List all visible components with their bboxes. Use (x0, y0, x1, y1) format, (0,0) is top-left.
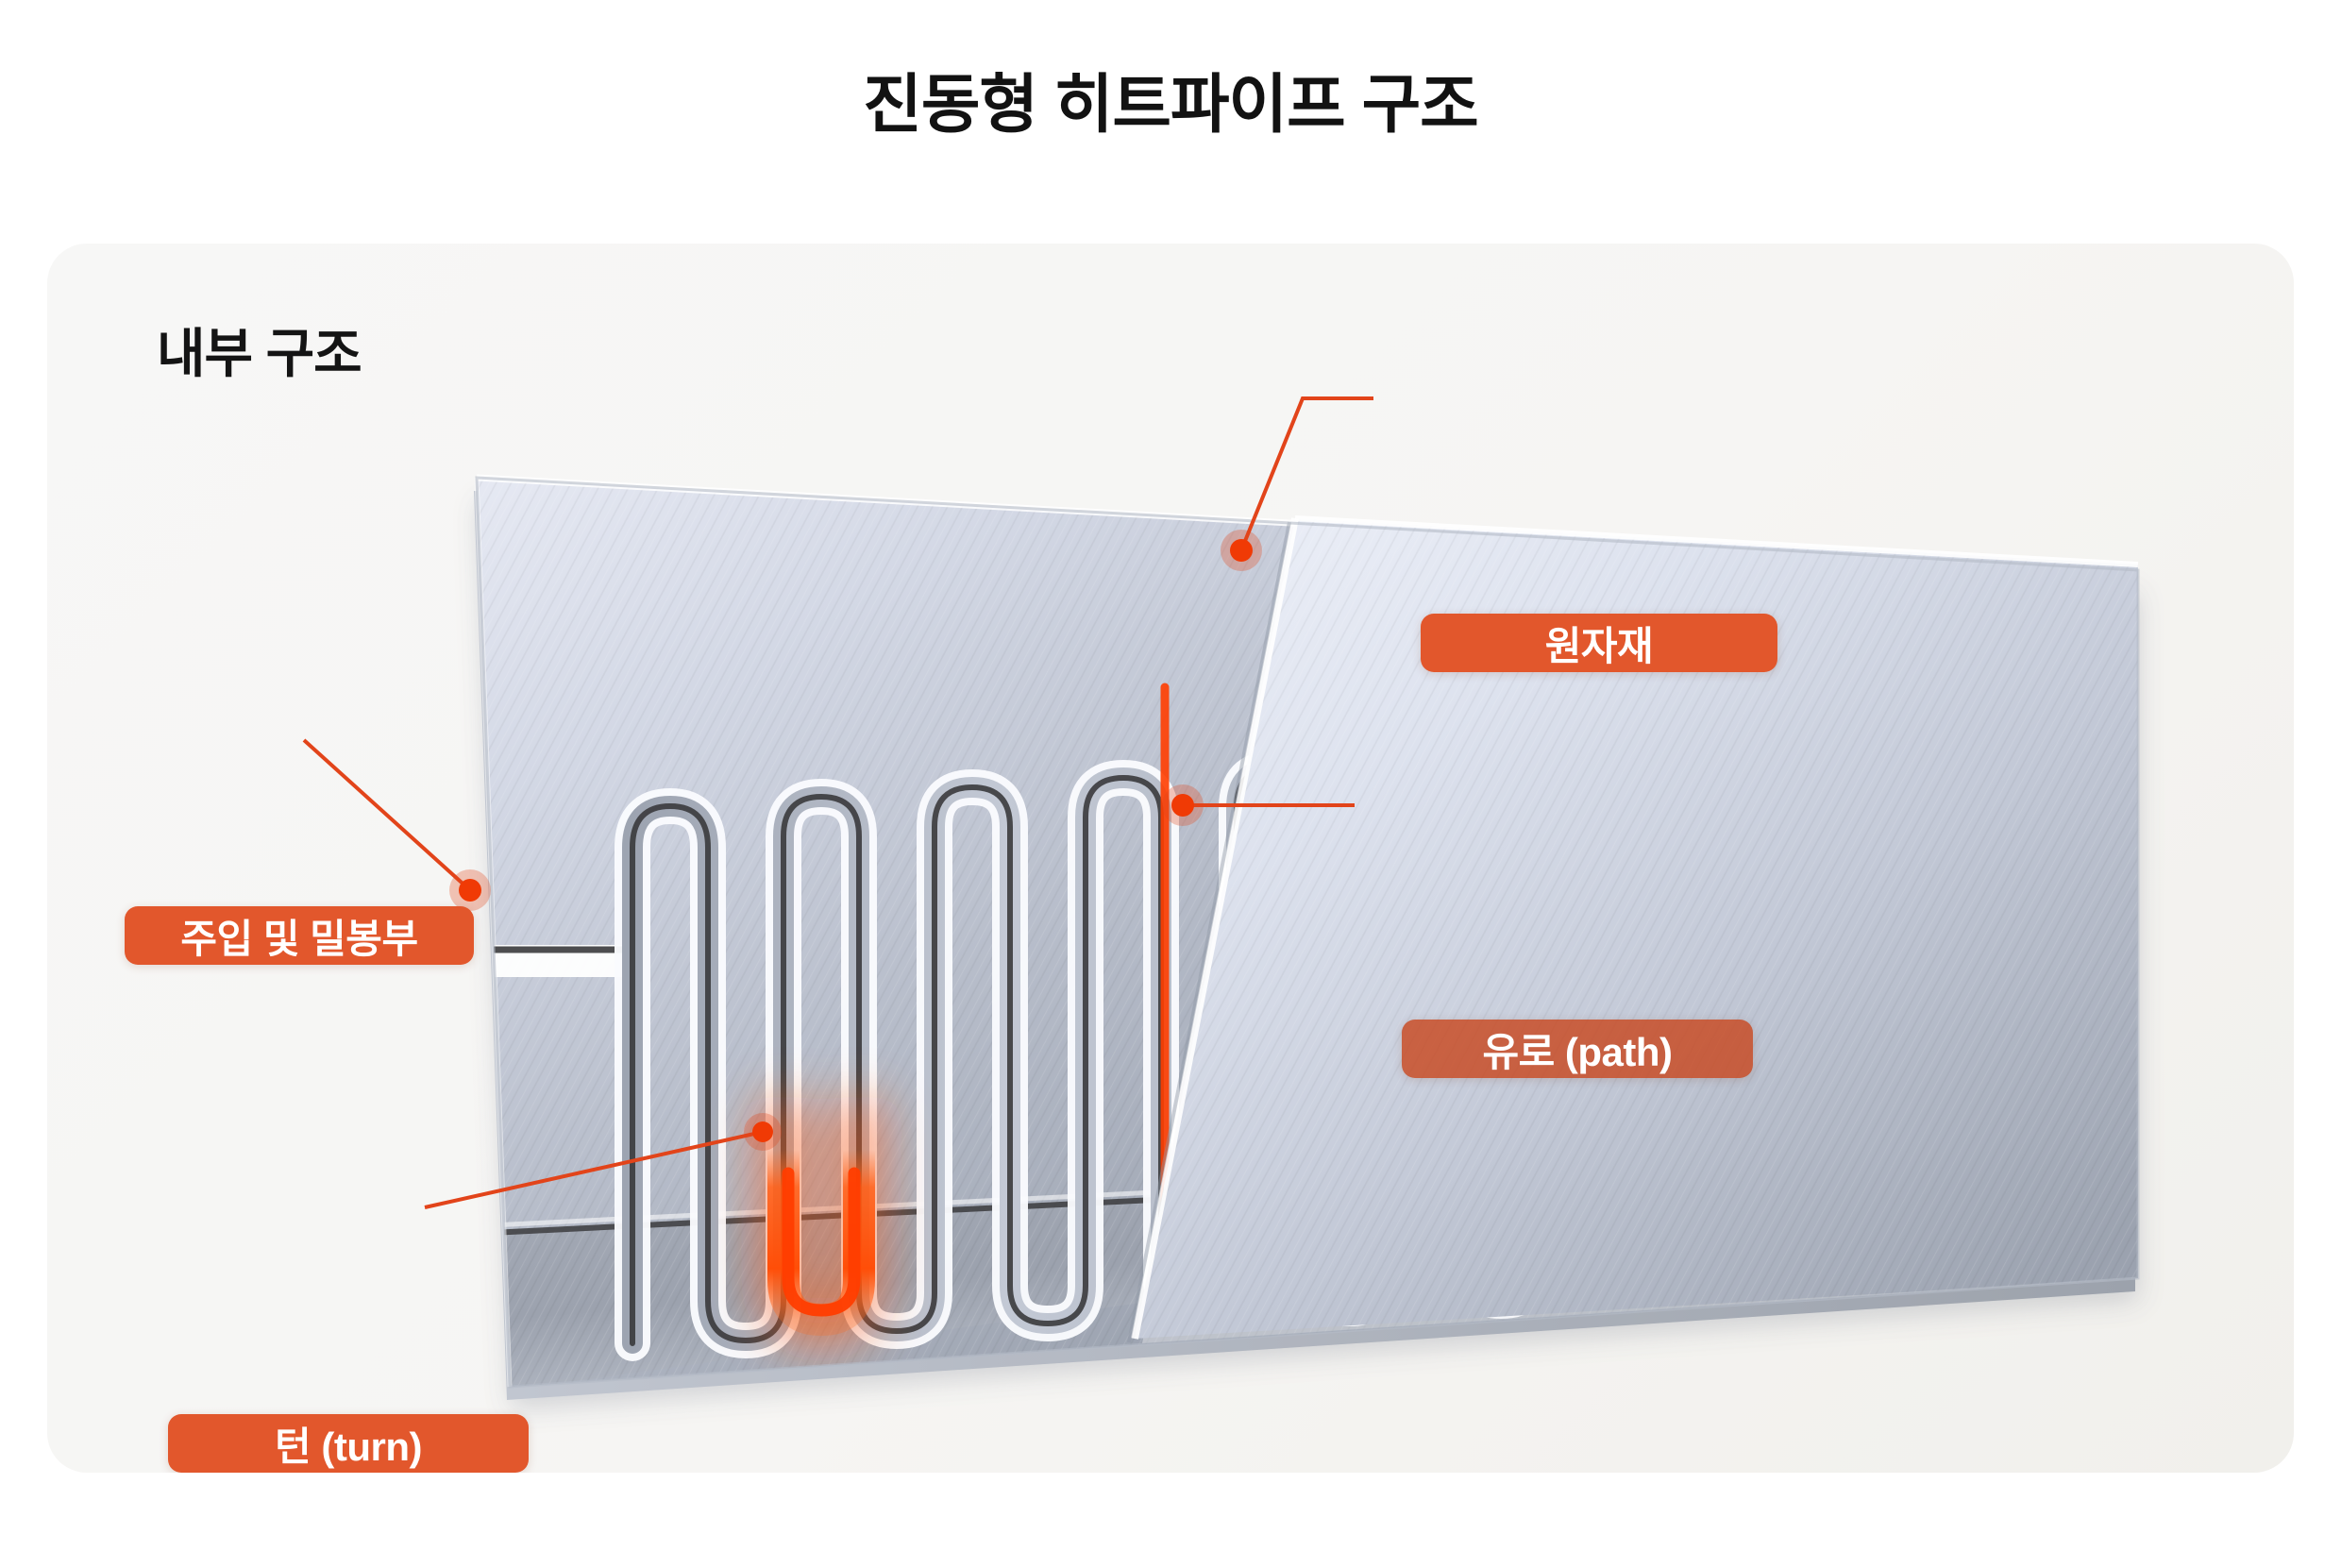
cover-plate (1127, 515, 2139, 1343)
leader-inlet (302, 738, 472, 892)
anchor-dot-inlet (449, 869, 491, 911)
anchor-dots (449, 530, 1262, 1151)
callout-raw-material[interactable]: 원자재 (1421, 614, 1777, 672)
inlet-channel (480, 945, 640, 977)
diagram-card: 내부 구조 (47, 244, 2294, 1473)
anchor-dot-turn (744, 1113, 782, 1151)
anchor-dot-raw-material (1221, 530, 1262, 571)
callout-turn[interactable]: 턴 (turn) (168, 1414, 529, 1473)
hot-spot-turn (758, 1096, 884, 1348)
leader-turn (424, 1130, 764, 1209)
callout-inlet[interactable]: 주입 및 밀봉부 (125, 906, 474, 965)
page-title: 진동형 히트파이프 구조 (863, 69, 1478, 141)
plate-outline (475, 476, 2140, 1389)
leader-raw-material (1239, 396, 1373, 551)
leader-lines (302, 396, 1373, 1209)
heat-pipe-illustration (302, 396, 2140, 1400)
callout-path[interactable]: 유로 (path) (1402, 1020, 1753, 1078)
section-heading: 내부 구조 (157, 324, 362, 383)
anchor-dot-path (1162, 784, 1204, 826)
